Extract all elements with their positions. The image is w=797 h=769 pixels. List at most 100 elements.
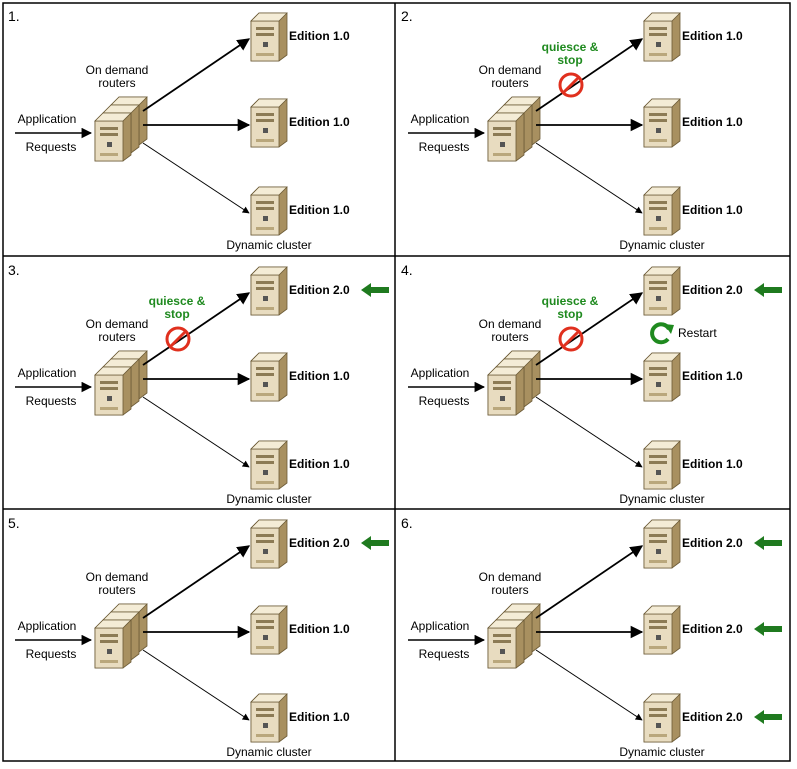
route-arrow — [142, 396, 250, 468]
route-arrow — [142, 292, 251, 366]
dynamic-cluster-label: Dynamic cluster — [619, 492, 704, 506]
dynamic-cluster-label: Dynamic cluster — [226, 492, 311, 506]
router-stack-icon — [94, 603, 148, 669]
server-icon — [250, 98, 288, 148]
edition-label: Edition 2.0 — [682, 283, 743, 297]
server-icon — [643, 12, 681, 62]
edition-updated-arrow-icon — [361, 283, 389, 297]
application-label: Application — [18, 366, 77, 380]
server-icon — [643, 519, 681, 569]
server-icon — [250, 186, 288, 236]
requests-label: Requests — [26, 394, 77, 408]
route-arrow — [535, 649, 643, 721]
route-arrow — [535, 38, 644, 112]
router-server-icon — [94, 112, 132, 162]
edition-label: Edition 1.0 — [289, 29, 350, 43]
dynamic-cluster-label: Dynamic cluster — [619, 745, 704, 759]
server-icon — [250, 519, 288, 569]
server-icon — [250, 266, 288, 316]
server-icon — [250, 693, 288, 743]
server-icon — [250, 12, 288, 62]
stop-symbol-icon — [558, 72, 584, 98]
edition-updated-arrow-icon — [754, 622, 782, 636]
route-arrow — [535, 396, 643, 468]
route-arrow — [142, 649, 250, 721]
edition-label: Edition 1.0 — [289, 457, 350, 471]
router-server-icon — [94, 366, 132, 416]
router-stack-icon — [94, 96, 148, 162]
server-icon — [643, 440, 681, 490]
requests-label: Requests — [419, 647, 470, 661]
restart-icon — [650, 322, 674, 345]
step-number: 6. — [401, 515, 413, 531]
router-server-icon — [94, 619, 132, 669]
requests-label: Requests — [26, 647, 77, 661]
router-server-icon — [487, 619, 525, 669]
requests-label: Requests — [419, 140, 470, 154]
server-icon — [250, 440, 288, 490]
application-label: Application — [411, 619, 470, 633]
route-arrow — [535, 545, 644, 619]
step-number: 3. — [8, 262, 20, 278]
step-number: 4. — [401, 262, 413, 278]
stop-symbol-icon — [558, 326, 584, 352]
router-stack-icon — [487, 603, 541, 669]
edition-updated-arrow-icon — [754, 710, 782, 724]
router-server-icon — [487, 112, 525, 162]
dynamic-cluster-label: Dynamic cluster — [619, 238, 704, 252]
router-server-icon — [487, 366, 525, 416]
route-arrow — [142, 142, 250, 214]
edition-updated-arrow-icon — [361, 536, 389, 550]
application-label: Application — [18, 619, 77, 633]
server-icon — [250, 352, 288, 402]
edition-label: Edition 1.0 — [682, 457, 743, 471]
step-number: 2. — [401, 8, 413, 24]
quiesce-stop-label: quiesce &stop — [149, 294, 206, 321]
server-icon — [643, 266, 681, 316]
route-arrow — [535, 142, 643, 214]
edition-label: Edition 1.0 — [682, 203, 743, 217]
edition-label: Edition 1.0 — [289, 115, 350, 129]
route-arrow — [142, 545, 251, 619]
application-label: Application — [411, 366, 470, 380]
server-icon — [643, 98, 681, 148]
edition-label: Edition 2.0 — [289, 536, 350, 550]
quiesce-stop-label: quiesce &stop — [542, 40, 599, 67]
server-icon — [643, 352, 681, 402]
edition-label: Edition 1.0 — [289, 369, 350, 383]
edition-label: Edition 1.0 — [289, 622, 350, 636]
edition-label: Edition 1.0 — [289, 710, 350, 724]
route-arrow — [142, 38, 251, 112]
step-number: 1. — [8, 8, 20, 24]
edition-label: Edition 1.0 — [682, 29, 743, 43]
router-stack-icon — [487, 96, 541, 162]
edition-updated-arrow-icon — [754, 536, 782, 550]
application-label: Application — [18, 112, 77, 126]
quiesce-stop-label: quiesce &stop — [542, 294, 599, 321]
requests-label: Requests — [26, 140, 77, 154]
edition-label: Edition 2.0 — [682, 536, 743, 550]
edition-label: Edition 1.0 — [682, 115, 743, 129]
edition-label: Edition 2.0 — [682, 710, 743, 724]
router-stack-icon — [94, 350, 148, 416]
dynamic-cluster-label: Dynamic cluster — [226, 745, 311, 759]
edition-label: Edition 2.0 — [682, 622, 743, 636]
stop-symbol-icon — [165, 326, 191, 352]
edition-label: Edition 1.0 — [682, 369, 743, 383]
